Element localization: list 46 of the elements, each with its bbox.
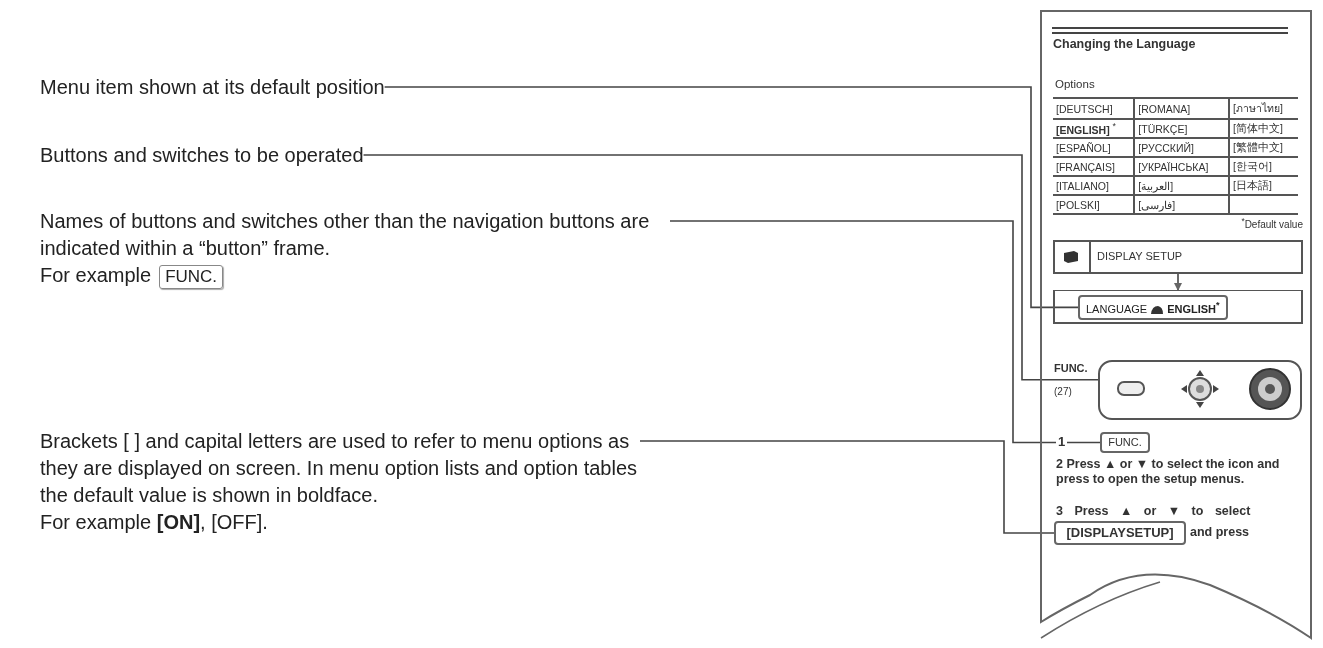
table-cell: [POLSKI]	[1053, 195, 1135, 214]
table-cell: [РУССКИЙ]	[1134, 138, 1229, 157]
leader-line	[362, 154, 1099, 381]
step-text: 2 Press ▲ or ▼ to select the icon and press to open the setup menus.	[1056, 457, 1281, 487]
table-cell: [العربية]	[1134, 176, 1229, 195]
page-reference: (27)	[1054, 386, 1072, 397]
table-cell: [ITALIANO]	[1053, 176, 1135, 195]
menu-text: ENGLISH$^{*}$	[1167, 302, 1220, 315]
table-cell: [한국어]	[1229, 157, 1298, 176]
leader-line	[669, 220, 1101, 444]
table-cell: [ROMANA]	[1134, 98, 1229, 119]
menu-item-frame	[1078, 295, 1228, 320]
arrow	[1174, 273, 1182, 291]
callout-text: Buttons and switches to be operated	[40, 142, 364, 169]
table-cell: [DEUTSCH]	[1053, 98, 1135, 119]
section-label: FUNC.	[1054, 362, 1088, 374]
footnote: $^{*}$Default value	[1240, 216, 1303, 231]
button-frame: FUNC.	[1100, 432, 1150, 453]
menu-row-box	[1053, 240, 1303, 274]
menu-row-box	[1053, 290, 1303, 324]
table-cell: [ESPAÑOL]	[1053, 138, 1135, 157]
menu-label: DISPLAY SETUP	[1097, 250, 1183, 262]
example-text: For example	[40, 264, 152, 286]
table-cell: [ภาษาไทย]	[1229, 98, 1298, 119]
example-text: For example [ON], [OFF].	[40, 510, 269, 535]
callout-text: Names of buttons and switches other than the navigation buttons are indicated within a “button” frame.	[40, 209, 651, 261]
menu-option-frame: [DISPLAYSETUP]	[1054, 521, 1186, 545]
table-cell: [فارسی]	[1134, 195, 1229, 214]
callout-text: Menu item shown at its default position	[40, 74, 385, 101]
table-cell: [简体中文]	[1229, 119, 1298, 138]
button-frame: FUNC.	[159, 264, 224, 289]
leader-line	[383, 86, 1079, 309]
callout-text: Brackets [ ] and capital letters are used to refer to menu options as they are displayed on screen. In menu option lists and option tables the default value is shown in boldface.	[40, 429, 639, 508]
step-number: 1	[1056, 434, 1068, 449]
section-label: Options	[1055, 78, 1095, 90]
table-cell: [ENGLISH] $^{*}$	[1053, 119, 1135, 138]
step-text: 3 Press ▲ or ▼ to select	[1056, 504, 1251, 518]
menu-text: LANGUAGE	[1086, 302, 1148, 315]
leader-line	[639, 440, 1055, 534]
table-cell: [УКРАЇНСЬКА]	[1134, 157, 1229, 176]
table-cell: [TÜRKÇE]	[1134, 119, 1229, 138]
page-heading: Changing the Language	[1053, 37, 1196, 51]
button-panel	[1098, 360, 1302, 420]
table-cell: [繁體中文]	[1229, 138, 1298, 157]
table-cell: [日本語]	[1229, 176, 1298, 195]
table-cell: [FRANÇAIS]	[1053, 157, 1135, 176]
